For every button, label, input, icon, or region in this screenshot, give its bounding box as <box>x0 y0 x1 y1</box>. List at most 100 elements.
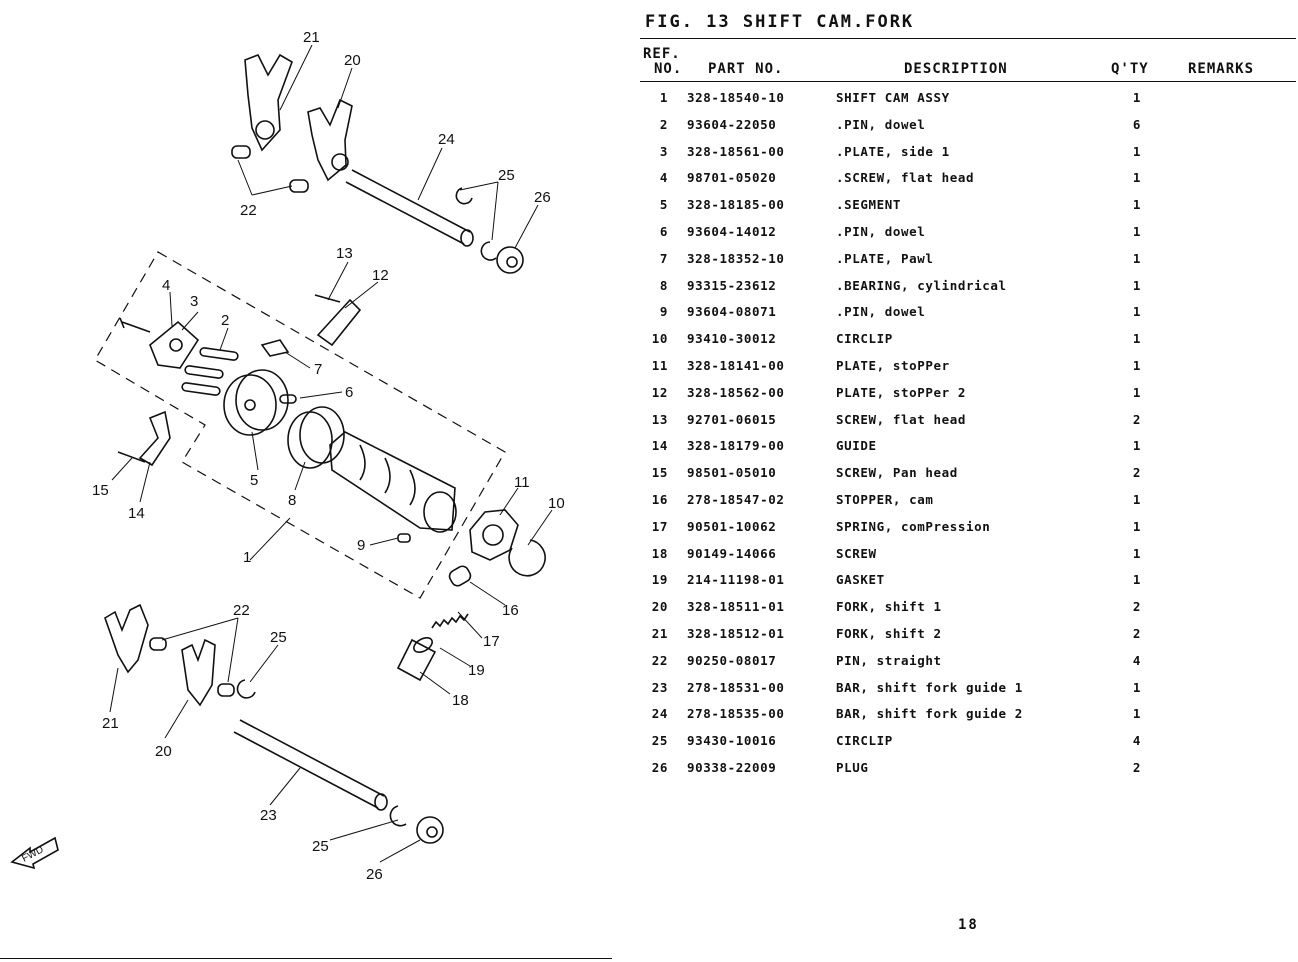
description: FORK, shift 1 <box>836 599 942 615</box>
fork-boss <box>255 120 275 140</box>
callout: 9 <box>357 537 365 554</box>
fork-boss <box>331 153 349 171</box>
header-part-no: PART NO. <box>708 61 784 77</box>
part-no: 278-18535-00 <box>687 706 785 722</box>
header-description: DESCRIPTION <box>904 61 1008 77</box>
ref-no: 9 <box>659 304 668 320</box>
screw-13 <box>314 294 341 303</box>
quantity: 1 <box>1132 518 1142 534</box>
ref-no: 14 <box>651 438 668 454</box>
quantity: 1 <box>1132 358 1142 373</box>
part-no: 278-18547-02 <box>687 492 785 507</box>
side-plate-3 <box>149 320 200 369</box>
description: SHIFT CAM ASSY <box>836 90 950 105</box>
callout: 25 <box>270 629 287 646</box>
header-ref-line1: REF. <box>643 46 681 62</box>
description: SPRING, comPression <box>836 518 991 534</box>
description: SCREW <box>836 545 877 561</box>
part-no: 92701-06015 <box>687 411 777 427</box>
quantity: 1 <box>1132 170 1142 186</box>
ref-no: 1 <box>659 90 668 105</box>
ref-no: 21 <box>651 626 668 641</box>
segment-5-back <box>235 369 289 431</box>
callout: 22 <box>233 602 250 619</box>
description: CIRCLIP <box>836 733 893 749</box>
quantity: 1 <box>1132 706 1142 722</box>
description: PLUG <box>836 760 869 775</box>
drum-end <box>423 491 457 533</box>
callout: 25 <box>498 167 515 184</box>
callout: 8 <box>288 492 296 509</box>
description: GASKET <box>836 572 885 588</box>
callout: 6 <box>345 384 353 401</box>
quantity: 2 <box>1132 599 1142 615</box>
pin-22 <box>217 683 235 697</box>
description: CIRCLIP <box>836 331 893 347</box>
segment-hub <box>244 399 256 411</box>
description: GUIDE <box>836 438 877 454</box>
quantity: 1 <box>1132 143 1142 159</box>
description: .PIN, dowel <box>836 304 926 320</box>
ref-no: 22 <box>651 652 668 668</box>
quantity: 1 <box>1132 438 1142 454</box>
callout: 21 <box>303 29 320 46</box>
page-number: 18 <box>958 917 979 933</box>
dowel-pin-2 <box>184 365 224 379</box>
fwd-label: FWD <box>20 844 45 864</box>
ref-no: 12 <box>651 384 668 400</box>
spring-17 <box>431 613 469 629</box>
callout: 15 <box>92 482 109 499</box>
ref-no: 3 <box>659 143 668 159</box>
part-no: 328-18352-10 <box>687 250 785 266</box>
guide-14 <box>138 410 171 467</box>
part-no: 93604-08071 <box>687 304 777 320</box>
stopper-plate-12 <box>316 298 362 347</box>
part-no: 328-18141-00 <box>687 358 785 373</box>
ref-no: 6 <box>659 224 668 239</box>
plug-26-inner <box>426 826 438 838</box>
part-no: 328-18185-00 <box>687 197 785 213</box>
callout: 26 <box>534 189 551 206</box>
header-qty: Q'TY <box>1111 61 1149 77</box>
callout: 10 <box>548 495 565 512</box>
description: BAR, shift fork guide 1 <box>836 679 1023 695</box>
dowel-pin-6 <box>279 394 297 404</box>
part-no: 93604-22050 <box>687 116 777 132</box>
ref-no: 11 <box>651 358 668 373</box>
callout: 25 <box>312 838 329 855</box>
quantity: 2 <box>1132 760 1142 775</box>
drum-grooves <box>359 444 416 506</box>
callout: 24 <box>438 131 455 148</box>
plate-hole <box>169 338 183 352</box>
description: PLATE, stoPPer <box>836 358 950 373</box>
callout: 3 <box>190 293 198 310</box>
quantity: 1 <box>1132 384 1142 400</box>
ref-no: 24 <box>651 706 668 722</box>
description: .PIN, dowel <box>836 116 926 132</box>
segment-5 <box>223 374 277 436</box>
callout: 7 <box>314 361 322 378</box>
part-no: 98701-05020 <box>687 170 777 186</box>
ref-no: 16 <box>651 492 668 507</box>
part-no: 278-18531-00 <box>687 679 785 695</box>
part-no: 328-18512-01 <box>687 626 785 641</box>
description: SCREW, flat head <box>836 411 967 427</box>
quantity: 1 <box>1132 197 1142 213</box>
ref-no: 25 <box>651 733 668 749</box>
description: .BEARING, cylindrical <box>836 277 1007 293</box>
callout: 17 <box>483 633 500 650</box>
description: .SEGMENT <box>836 197 902 213</box>
description: SCREW, Pan head <box>836 465 958 481</box>
exploded-parts-diagram: 21 20 24 25 26 22 13 12 4 3 2 7 6 5 8 15… <box>10 29 565 883</box>
callout: 2 <box>221 312 229 329</box>
part-no: 90338-22009 <box>687 760 777 775</box>
quantity: 1 <box>1132 572 1142 588</box>
quantity: 4 <box>1132 733 1142 749</box>
